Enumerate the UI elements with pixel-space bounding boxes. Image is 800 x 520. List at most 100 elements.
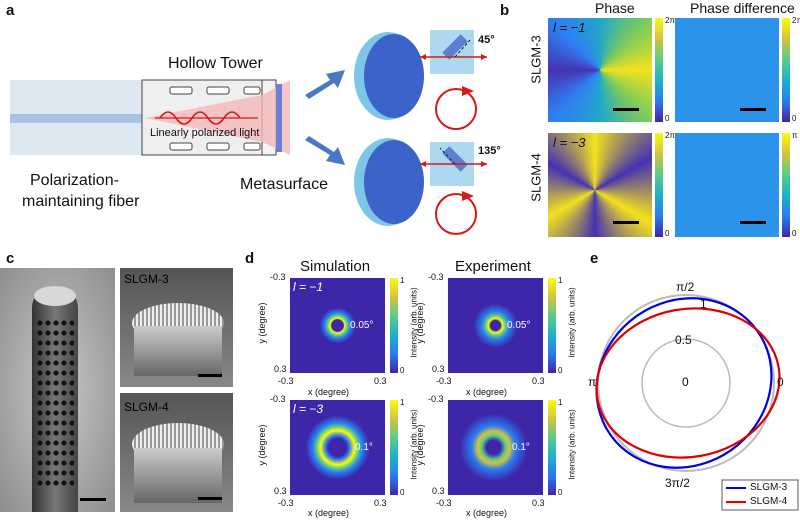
xlabel: x (degree) [308,387,350,397]
tower-hole [243,86,261,95]
xlabel: x (degree) [466,387,508,397]
phase-l-label-2: l = −3 [553,135,586,150]
cb-1: 1 [558,398,563,407]
cb-1: 1 [400,276,405,285]
diff-colorbar-1 [782,18,790,122]
cb-zero-3: 0 [665,229,670,238]
scale-bar [198,374,222,377]
circular-pol-1 [435,88,477,130]
legend-slgm4: SLGM-4 [750,496,788,507]
circular-arrow-icon [462,191,474,201]
cb-0: 0 [400,366,405,375]
panel-label-d: d [245,250,255,267]
tower-tip [34,286,76,306]
phase-colorbar-2 [655,133,663,237]
sem-slgm3-label: SLGM-3 [124,272,169,286]
tick: -0.3 [428,272,444,282]
cb-zero-1: 0 [665,114,670,123]
tower-hole [243,142,261,151]
cb-top-2: 2π [792,16,800,25]
cb-top-4: π [792,131,798,140]
angle-line-2 [439,147,456,165]
tick: 0.3 [432,486,445,496]
phase-diff-slgm3 [675,18,779,122]
cb-1: 1 [400,398,405,407]
panel-label-e: e [590,250,599,267]
tower-holes [36,318,74,488]
sem-slgm4-label: SLGM-4 [124,400,169,414]
arrow-down-icon [305,136,345,165]
sem-slgm4-image [120,393,233,512]
arrow-right-icon [481,161,487,167]
col-phase-diff: Phase difference [690,0,795,16]
sim-ann-1: 0.05° [350,320,374,331]
metasurface-label: Metasurface [240,176,329,193]
col-experiment: Experiment [455,258,531,275]
fiber-label-2: maintaining fiber [22,193,140,210]
panel-label-b: b [500,2,510,19]
polarizer-2 [442,146,468,172]
intensity-colorbar-1 [390,278,398,373]
tick: 0.3 [274,486,287,496]
cb-0: 0 [558,488,563,497]
legend-slgm3: SLGM-3 [750,482,788,493]
cb-1: 1 [558,276,563,285]
legend-box [721,479,799,511]
disk-top-1 [364,34,424,118]
angle-135-label: 135° [478,145,501,157]
light-label: Linearly polarized light [150,127,260,139]
intensity-colorbar-2 [548,278,556,373]
tick: -0.3 [278,376,294,386]
scale-bar [198,497,222,500]
radius-0: 0 [682,375,689,389]
tower-hole [169,86,193,95]
exp-map-2 [448,400,543,495]
tower-hole [206,86,230,95]
tower-hole [206,142,230,151]
cb-0: 0 [400,488,405,497]
disk-top-2 [364,140,424,224]
cb-top-1: 2π [665,16,675,25]
sim-map-2 [290,400,385,495]
hollow-tower-label: Hollow Tower [168,55,263,72]
diff-colorbar-2 [782,133,790,237]
polar-ring-outer [597,294,775,472]
phase-map-slgm3 [548,18,652,122]
phase-l-label-1: l = −1 [553,20,586,35]
scale-bar [613,108,639,111]
circular-pol-2 [435,193,477,235]
scale-bar [740,108,766,111]
tick: -0.3 [270,272,286,282]
tick: -0.3 [436,376,452,386]
radius-05: 0.5 [675,333,692,347]
col-phase: Phase [595,0,635,16]
slgm3-body [134,326,222,376]
tower-hole [169,142,193,151]
arrow-left-icon [420,54,426,60]
arrow-left-icon [420,161,426,167]
tick: 0.3 [374,376,387,386]
tick: 0.3 [532,376,545,386]
sim-map-1 [290,278,385,373]
cb-zero-2: 0 [792,114,797,123]
arrow-right-icon [481,54,487,60]
phase-diff-slgm4 [675,133,779,237]
intensity-colorbar-3 [390,400,398,495]
tick: -0.3 [428,394,444,404]
sim-l-2: l = −3 [293,402,324,416]
cb-top-3: 2π [665,131,675,140]
radius-1: 1 [700,297,707,311]
phase-map-slgm4 [548,133,652,237]
circular-arrow-icon [462,86,474,96]
xlabel: x (degree) [466,508,508,518]
phase-colorbar-1 [655,18,663,122]
fiber-label-1: Polarization- [30,172,119,189]
polar-ring-inner [641,338,731,428]
exp-map-1 [448,278,543,373]
angle-3pi2: 3π/2 [665,476,690,490]
angle-pi2: π/2 [676,280,695,294]
angle-pi: π [588,375,597,389]
scale-bar [80,498,106,501]
slgm4-body [134,448,222,503]
